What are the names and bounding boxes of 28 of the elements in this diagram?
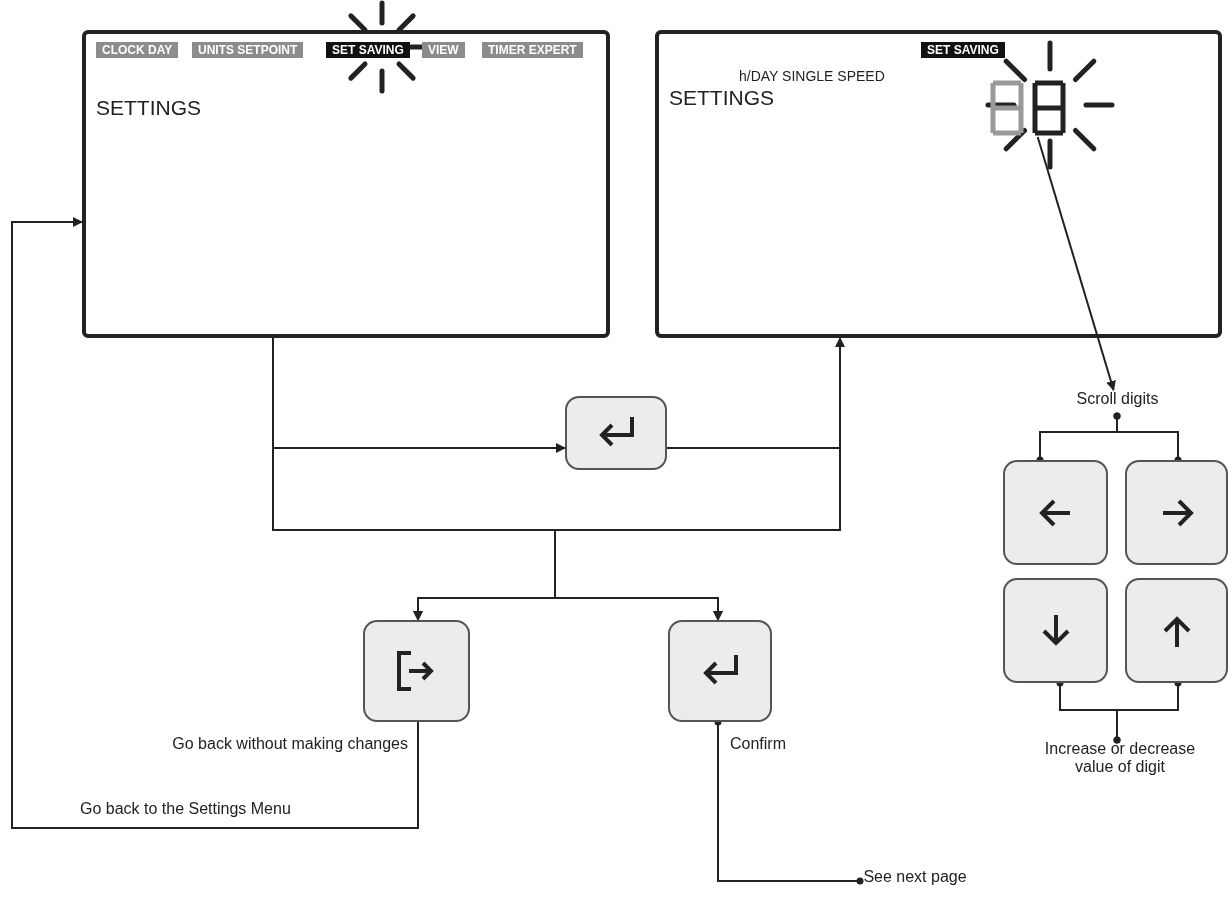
enter-key (565, 396, 667, 470)
screen-title: SETTINGS (96, 96, 201, 120)
caption-text: Scroll digits (1060, 390, 1175, 416)
up-key (1125, 578, 1228, 683)
enter-key (668, 620, 772, 722)
connector-arrow (666, 337, 845, 449)
screen-title: SETTINGS (669, 86, 774, 110)
connector-arrow (11, 217, 419, 829)
down-key (1003, 578, 1108, 683)
edge-label: Go back to the Settings Menu (78, 800, 293, 818)
menu-tab: CLOCK DAY (96, 42, 179, 58)
key-caption: Go back without making changes (171, 735, 408, 753)
menu-tab: TIMER EXPERT (482, 42, 583, 58)
display-screen (82, 30, 610, 338)
menu-tab: SET SAVING (326, 42, 410, 58)
caption-text: Increase or decrease value of digit (1025, 740, 1215, 790)
menu-tab: UNITS SETPOINT (192, 42, 304, 58)
digit-display (989, 79, 1069, 137)
menu-tab: VIEW (422, 42, 465, 58)
exit-key (363, 620, 470, 722)
mode-text: h/DAY SINGLE SPEED (739, 68, 885, 84)
caption-text: See next page (860, 868, 970, 894)
right-key (1125, 460, 1228, 565)
status-tab: SET SAVING (921, 42, 1005, 58)
display-screen (655, 30, 1222, 338)
connector-arrow (1036, 136, 1116, 391)
key-caption: Confirm (730, 735, 787, 753)
left-key (1003, 460, 1108, 565)
